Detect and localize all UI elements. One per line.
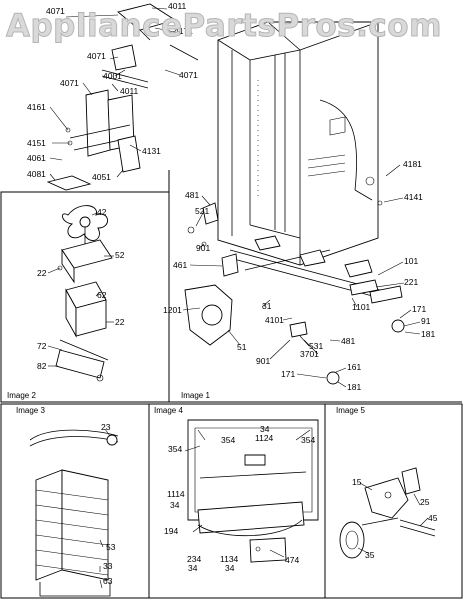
callout-34-low: 34 bbox=[188, 563, 198, 573]
image5-label: Image 5 bbox=[336, 406, 365, 415]
callout-181-b: 181 bbox=[347, 382, 361, 392]
callout-91: 91 bbox=[421, 316, 431, 326]
image3-label: Image 3 bbox=[16, 406, 45, 415]
image1-label: Image 1 bbox=[181, 391, 210, 400]
callout-34-top: 34 bbox=[260, 424, 270, 434]
callout-25: 25 bbox=[420, 497, 430, 507]
callout-45: 45 bbox=[428, 513, 438, 523]
callout-234: 234 bbox=[187, 554, 201, 564]
watermark: AppliancePartsPros.com bbox=[6, 8, 442, 45]
callout-4131: 4131 bbox=[142, 146, 161, 156]
callout-33: 33 bbox=[103, 561, 113, 571]
callout-1101: 1101 bbox=[352, 302, 371, 312]
callout-4001: 4001 bbox=[103, 71, 122, 81]
callout-171-b: 171 bbox=[281, 369, 295, 379]
callout-63: 63 bbox=[103, 576, 113, 586]
callout-4061: 4061 bbox=[27, 153, 46, 163]
callout-354-c: 354 bbox=[168, 444, 182, 454]
callout-51: 51 bbox=[237, 342, 247, 352]
callout-62: 62 bbox=[97, 290, 107, 300]
callout-4071-d: 4071 bbox=[60, 78, 79, 88]
callout-4071-b: 4071 bbox=[87, 51, 106, 61]
bracket-assembly-drawing bbox=[46, 3, 199, 191]
callout-42: 42 bbox=[97, 207, 107, 217]
callout-181-a: 181 bbox=[421, 329, 435, 339]
callout-34-bot: 34 bbox=[225, 563, 235, 573]
callout-4151: 4151 bbox=[27, 138, 46, 148]
callout-1134: 1134 bbox=[220, 554, 239, 564]
callout-4071-c: 4071 bbox=[179, 70, 198, 80]
callout-4161: 4161 bbox=[27, 102, 46, 112]
panel-labels: Image 1 Image 2 Image 3 Image 4 Image 5 bbox=[7, 391, 365, 415]
callout-194: 194 bbox=[164, 526, 178, 536]
evaporator-drawing bbox=[29, 429, 119, 597]
callout-23: 23 bbox=[101, 422, 111, 432]
callout-171-a: 171 bbox=[412, 304, 426, 314]
callout-521: 521 bbox=[195, 206, 209, 216]
callout-1201: 1201 bbox=[163, 305, 182, 315]
callout-35: 35 bbox=[365, 550, 375, 560]
leader-lines bbox=[47, 7, 429, 589]
cabinet-drawing bbox=[184, 21, 405, 385]
callout-1114: 1114 bbox=[167, 489, 185, 499]
callout-53: 53 bbox=[106, 542, 116, 552]
callout-354-b: 354 bbox=[301, 435, 315, 445]
callout-4101: 4101 bbox=[265, 315, 284, 325]
image2-label: Image 2 bbox=[7, 391, 36, 400]
callout-3701: 3701 bbox=[300, 349, 319, 359]
callout-161: 161 bbox=[347, 362, 361, 372]
image4-label: Image 4 bbox=[154, 406, 183, 415]
callout-72: 72 bbox=[37, 341, 47, 351]
liner-drawing bbox=[187, 419, 319, 563]
callout-4011-mid: 4011 bbox=[120, 86, 139, 96]
callout-31: 31 bbox=[262, 301, 272, 311]
callout-4071-a: 4071 bbox=[46, 6, 65, 16]
callout-901-b: 901 bbox=[256, 356, 270, 366]
callout-221: 221 bbox=[404, 277, 418, 287]
callout-4171: 4171 bbox=[174, 26, 193, 36]
callout-354-a: 354 bbox=[221, 435, 235, 445]
fan-motor-drawing bbox=[55, 205, 113, 382]
callout-4181: 4181 bbox=[403, 159, 422, 169]
callout-474: 474 bbox=[285, 555, 299, 565]
callout-901-a: 901 bbox=[196, 243, 210, 253]
roller-drawing bbox=[339, 467, 436, 559]
callout-34-left: 34 bbox=[170, 500, 180, 510]
callout-101: 101 bbox=[404, 256, 418, 266]
callout-4011-top: 4011 bbox=[168, 1, 187, 11]
image5-frame bbox=[324, 403, 463, 599]
callout-1124: 1124 bbox=[255, 433, 274, 443]
callout-481-a: 481 bbox=[185, 190, 199, 200]
callout-461: 461 bbox=[173, 260, 187, 270]
callout-481-b: 481 bbox=[341, 336, 355, 346]
callout-4051: 4051 bbox=[92, 172, 111, 182]
callout-22-b: 22 bbox=[115, 317, 125, 327]
callout-82: 82 bbox=[37, 361, 47, 371]
callout-22-a: 22 bbox=[37, 268, 47, 278]
callout-4141: 4141 bbox=[404, 192, 423, 202]
callout-15: 15 bbox=[352, 477, 362, 487]
callout-52: 52 bbox=[115, 250, 125, 260]
callout-531: 531 bbox=[309, 341, 323, 351]
callout-4081: 4081 bbox=[27, 169, 46, 179]
callout-labels: 4011 4071 4171 4071 4001 4071 4011 4071 … bbox=[27, 1, 438, 586]
